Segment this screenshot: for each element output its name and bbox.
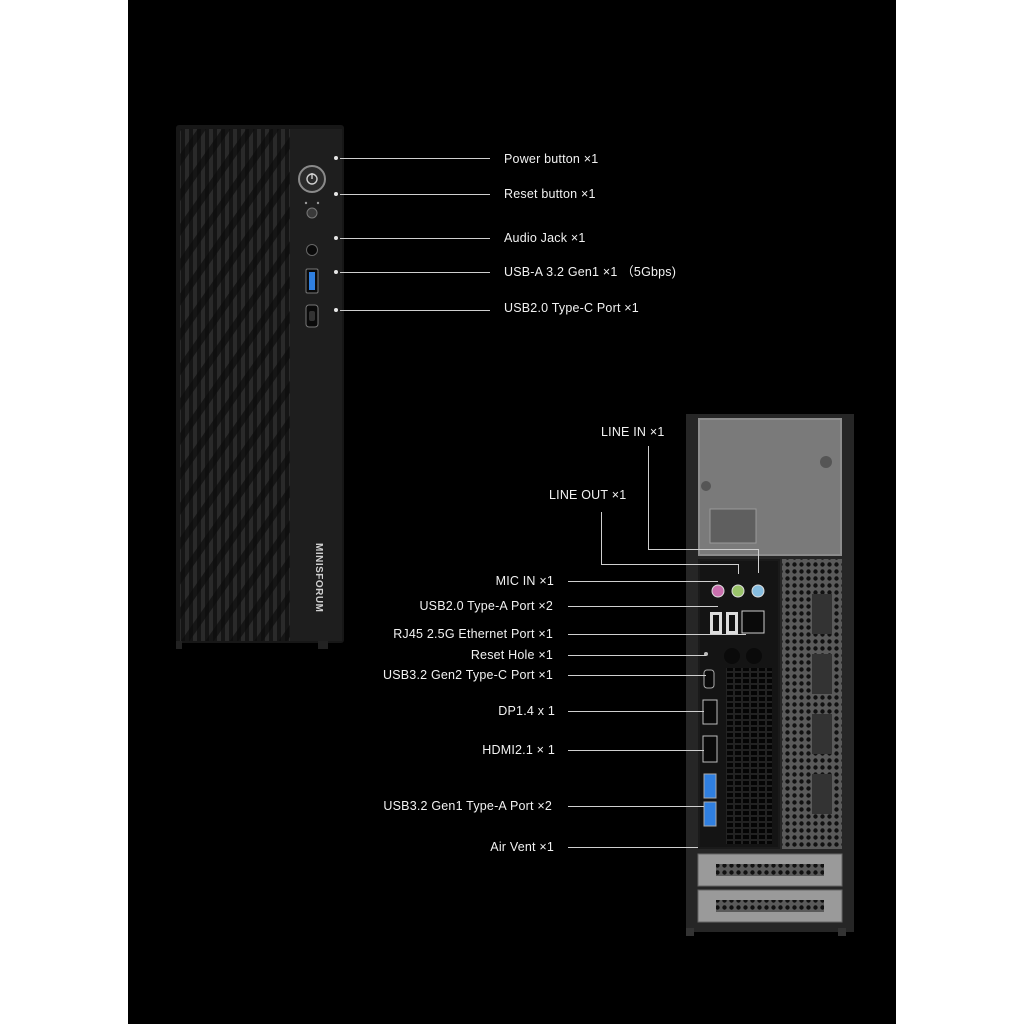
callout-line [340,194,490,195]
front-case: MINISFORUM [176,125,344,649]
callout-dot [334,192,338,196]
callout-line-line-out-v [601,512,602,564]
label-air-vent: Air Vent ×1 [490,840,554,854]
label-dp: DP1.4 x 1 [498,704,555,718]
label-usb2-type-a: USB2.0 Type-A Port ×2 [419,599,553,613]
callout-line-line-in-h [648,549,758,550]
rear-case [686,414,854,936]
label-usb32-gen2-type-c: USB3.2 Gen2 Type-C Port ×1 [383,668,553,682]
label-usb32-gen1-type-a: USB3.2 Gen1 Type-A Port ×2 [383,799,552,813]
callout-dot [334,270,338,274]
label-mic-in: MIC IN ×1 [495,574,554,588]
callout-line [568,606,718,607]
label-reset-button: Reset button ×1 [504,187,596,201]
label-hdmi: HDMI2.1 × 1 [482,743,555,757]
label-usb-a-front: USB-A 3.2 Gen1 ×1 （5Gbps) [504,265,677,279]
callout-dot [334,308,338,312]
label-reset-hole: Reset Hole ×1 [470,648,553,662]
callout-line [568,655,706,656]
callout-line [568,675,706,676]
callout-dot [334,156,338,160]
callout-line-line-out-v2 [738,564,739,574]
callout-line [568,581,718,582]
callout-line [568,847,698,848]
callout-line [340,310,490,311]
callout-line-line-in-v [648,446,649,549]
label-power-button: Power button ×1 [504,152,599,166]
label-rj45: RJ45 2.5G Ethernet Port ×1 [393,627,553,641]
callout-line [568,711,704,712]
callout-line [568,806,704,807]
label-line-out: LINE OUT ×1 [549,488,627,502]
label-usb-c-front: USB2.0 Type-C Port ×1 [504,301,639,315]
label-line-in: LINE IN ×1 [601,425,665,439]
callout-line [568,634,746,635]
callout-line [568,750,704,751]
callout-line-line-out-h [601,564,738,565]
callout-line [340,158,490,159]
callout-dot [334,236,338,240]
callout-line-line-in-v2 [758,549,759,573]
label-audio-jack: Audio Jack ×1 [504,231,586,245]
callout-line [340,238,490,239]
brand-logo: MINISFORUM [313,543,324,612]
callout-line [340,272,490,273]
